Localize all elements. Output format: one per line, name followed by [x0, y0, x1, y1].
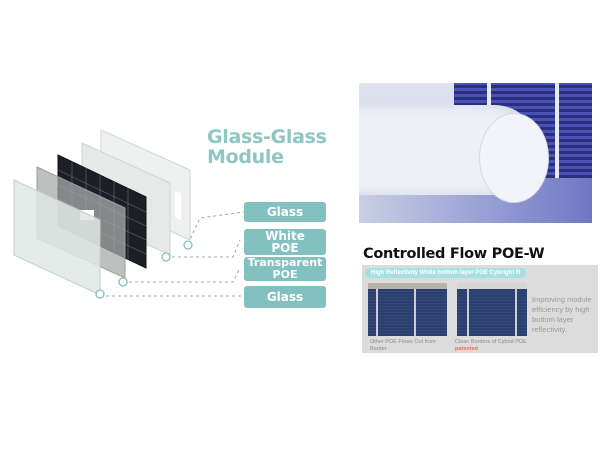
- diagram-title: Glass-Glass Module: [207, 127, 327, 167]
- layer-label-text: Glass: [266, 205, 304, 219]
- layer-label-text: Glass: [266, 290, 304, 304]
- product-banner: High Reflectivity White bottom layer POE…: [365, 268, 527, 278]
- layer-label-glass-bottom: Glass: [244, 286, 326, 308]
- right-caption: Clean Borders of Cybrid POE patented: [455, 339, 535, 353]
- layer-label-white-poe: White POE: [244, 229, 326, 255]
- layer-label-text: POE: [272, 268, 298, 281]
- cybrid-poe-cell-photo: [457, 283, 527, 336]
- efficiency-note: Improving module efficiency by high bott…: [532, 295, 592, 334]
- layer-label-text: White: [265, 229, 305, 243]
- left-caption: Other POE Flows Out from Border: [370, 339, 436, 352]
- exploded-module-illustration: [13, 129, 245, 299]
- right-caption-text: Clean Borders of Cybrid POE: [455, 339, 527, 345]
- layer-label-glass-top: Glass: [244, 202, 326, 222]
- comparison-panel: High Reflectivity White bottom layer POE…: [362, 265, 598, 353]
- other-poe-cell-photo: [368, 283, 447, 336]
- title-line-1: Glass-Glass: [207, 126, 327, 148]
- product-heading: Controlled Flow POE-W: [363, 246, 545, 262]
- layer-label-text: POE: [271, 241, 299, 255]
- layer-label-transparent-poe: Transparent POE: [244, 257, 326, 281]
- poe-film-roll-photo: [359, 83, 592, 223]
- layer-label-text: Transparent: [247, 256, 323, 269]
- patented-tag: patented: [455, 346, 478, 352]
- title-line-2: Module: [207, 146, 284, 168]
